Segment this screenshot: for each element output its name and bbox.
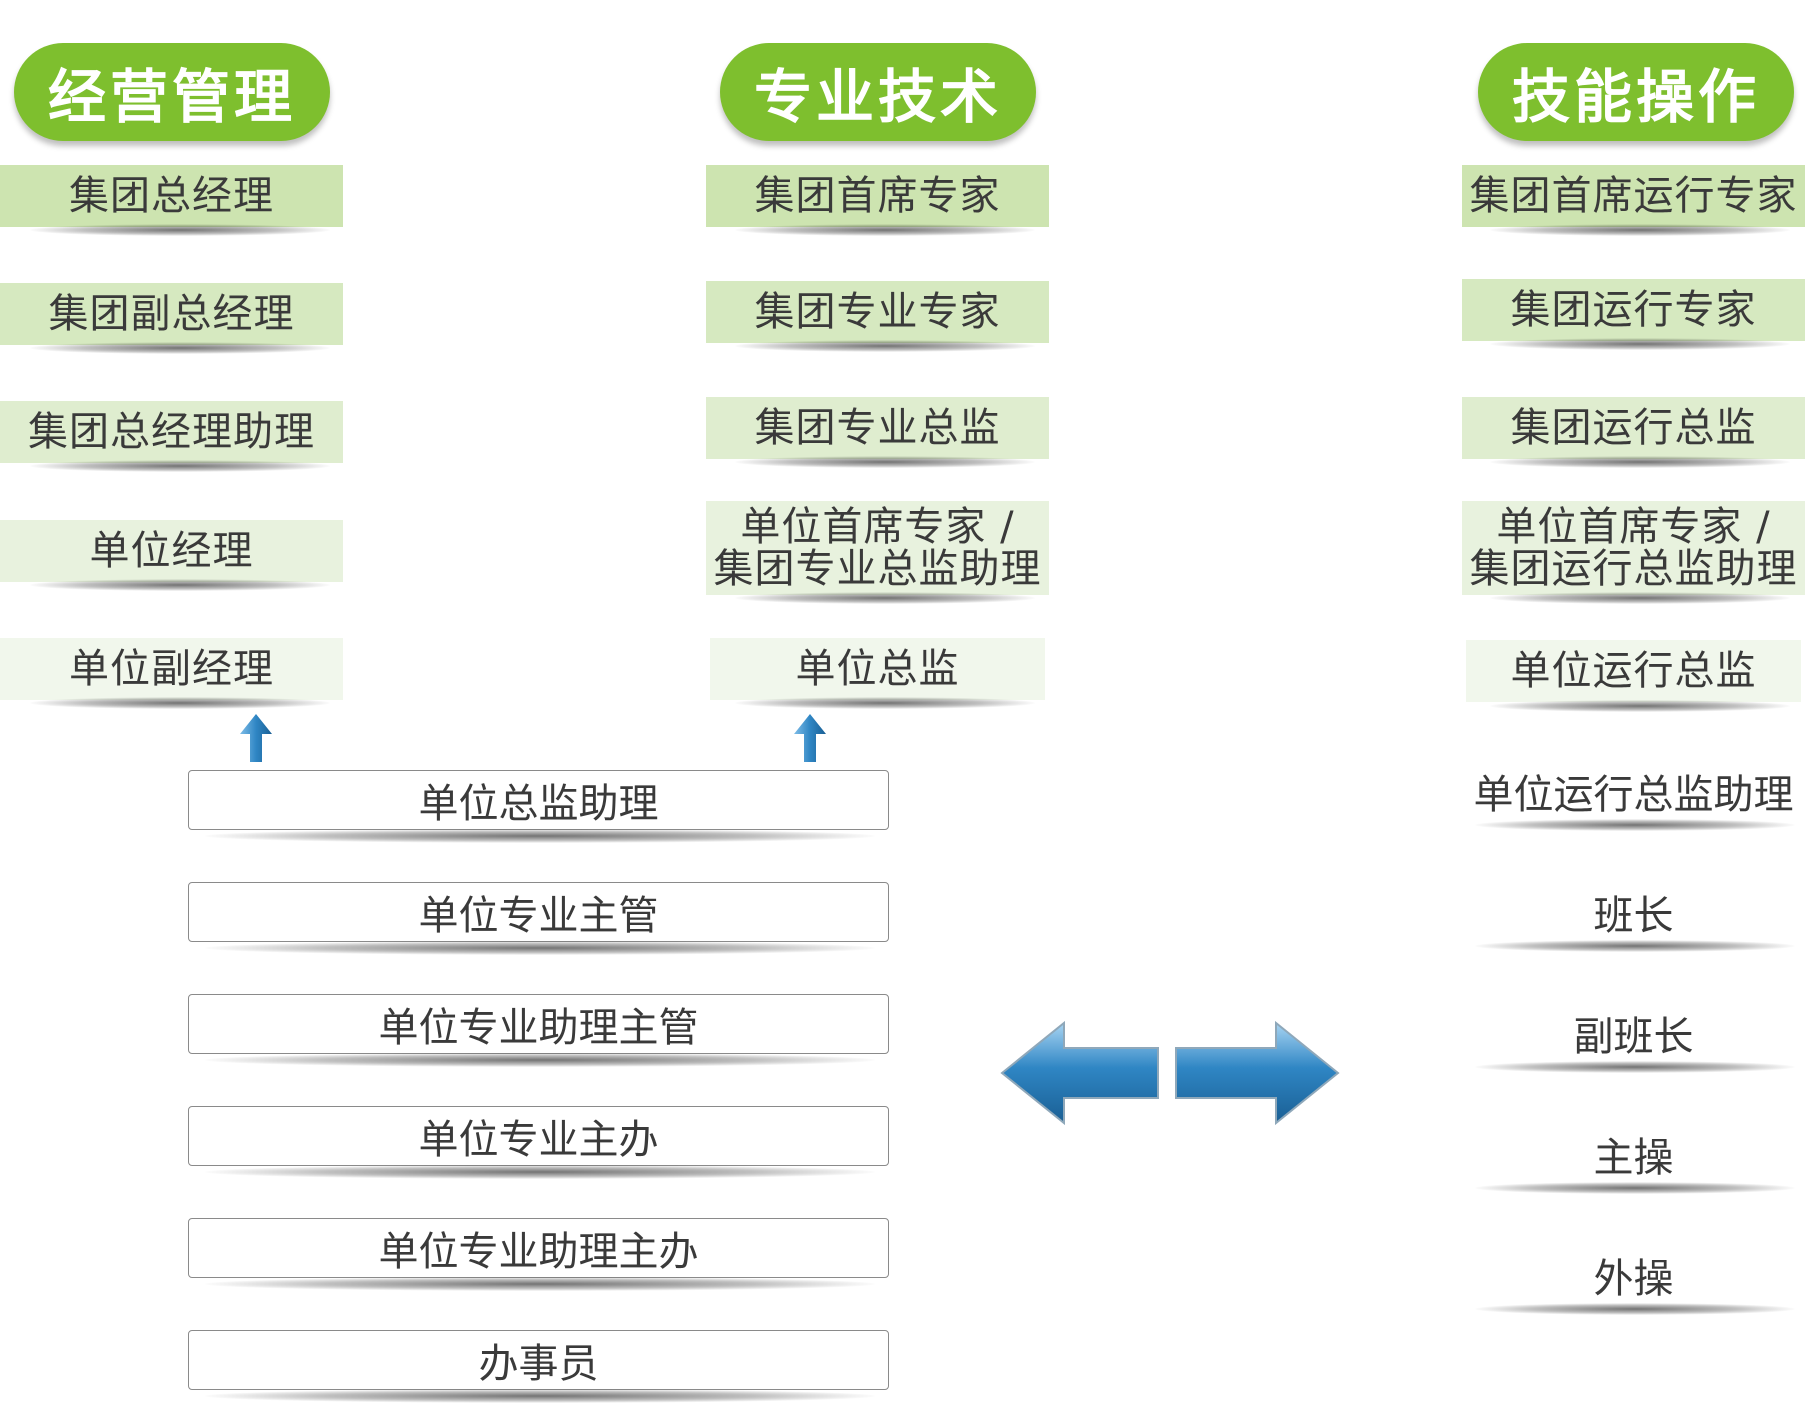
management-level-4: 单位经理 xyxy=(0,520,343,582)
shadow xyxy=(205,941,875,955)
base-level-4: 单位专业主办 xyxy=(188,1106,889,1166)
skills-level-6: 单位运行总监助理 xyxy=(1473,772,1794,818)
shadow xyxy=(30,224,330,236)
technical-level-3: 集团专业总监 xyxy=(706,397,1049,459)
skills-level-1: 集团首席运行专家 xyxy=(1462,165,1805,227)
shadow xyxy=(735,697,1035,709)
shadow xyxy=(1490,224,1790,236)
shadow xyxy=(205,829,875,843)
header-skills: 技能操作 xyxy=(1478,43,1794,141)
technical-level-5: 单位总监 xyxy=(710,638,1045,700)
shadow xyxy=(1490,592,1790,604)
double-arrow-icon xyxy=(1000,1020,1340,1126)
shadow xyxy=(735,340,1035,352)
skills-level-5: 单位运行总监 xyxy=(1466,640,1801,702)
shadow xyxy=(205,1165,875,1179)
shadow xyxy=(1475,819,1795,831)
base-level-5: 单位专业助理主办 xyxy=(188,1218,889,1278)
shadow xyxy=(735,456,1035,468)
management-level-2: 集团副总经理 xyxy=(0,283,343,345)
shadow xyxy=(1475,940,1795,952)
shadow xyxy=(1490,700,1790,712)
technical-level-4-line-2: 集团专业总监助理 xyxy=(713,546,1042,592)
header-management: 经营管理 xyxy=(14,43,330,141)
shadow xyxy=(205,1277,875,1291)
technical-level-4: 单位首席专家 / 集团专业总监助理 xyxy=(706,501,1049,595)
shadow xyxy=(205,1389,875,1403)
shadow xyxy=(1475,1303,1795,1315)
skills-level-10: 外操 xyxy=(1593,1256,1674,1302)
shadow xyxy=(30,460,330,472)
shadow xyxy=(30,579,330,591)
skills-level-8: 副班长 xyxy=(1573,1014,1694,1060)
shadow xyxy=(205,1053,875,1067)
shadow xyxy=(30,342,330,354)
shadow xyxy=(1490,456,1790,468)
skills-level-4: 单位首席专家 / 集团运行总监助理 xyxy=(1462,501,1805,595)
up-arrow-icon xyxy=(240,714,272,762)
technical-level-1: 集团首席专家 xyxy=(706,165,1049,227)
base-level-6: 办事员 xyxy=(188,1330,889,1390)
management-level-5: 单位副经理 xyxy=(0,638,343,700)
shadow xyxy=(735,592,1035,604)
skills-level-3: 集团运行总监 xyxy=(1462,397,1805,459)
up-arrow-icon xyxy=(794,714,826,762)
base-level-1: 单位总监助理 xyxy=(188,770,889,830)
skills-level-4-line-2: 集团运行总监助理 xyxy=(1469,546,1798,592)
shadow xyxy=(1490,338,1790,350)
management-level-3: 集团总经理助理 xyxy=(0,401,343,463)
technical-level-2: 集团专业专家 xyxy=(706,281,1049,343)
technical-level-4-line-1: 单位首席专家 / xyxy=(740,504,1015,550)
shadow xyxy=(1475,1182,1795,1194)
base-level-2: 单位专业主管 xyxy=(188,882,889,942)
shadow xyxy=(735,224,1035,236)
header-technical: 专业技术 xyxy=(720,43,1036,141)
management-level-1: 集团总经理 xyxy=(0,165,343,227)
shadow xyxy=(1475,1061,1795,1073)
skills-level-2: 集团运行专家 xyxy=(1462,279,1805,341)
skills-level-7: 班长 xyxy=(1593,893,1674,939)
skills-level-9: 主操 xyxy=(1593,1135,1674,1181)
base-level-3: 单位专业助理主管 xyxy=(188,994,889,1054)
skills-level-4-line-1: 单位首席专家 / xyxy=(1496,504,1771,550)
shadow xyxy=(30,697,330,709)
